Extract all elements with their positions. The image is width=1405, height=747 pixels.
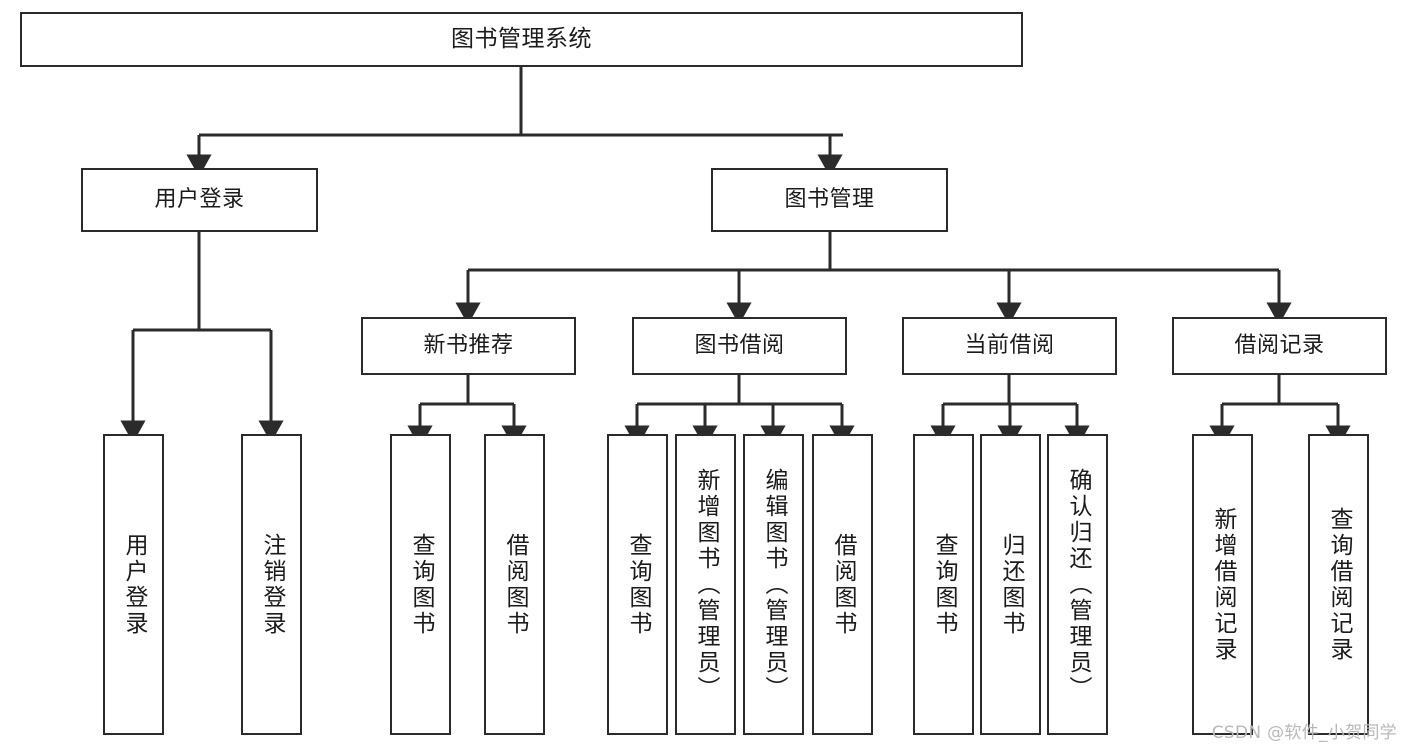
- node-borrow-record[interactable]: 借阅记录: [1172, 317, 1387, 375]
- node-leaf-borrow-book-1-label: 借阅图书: [502, 532, 528, 637]
- node-new-book-recommend-label: 新书推荐: [423, 332, 514, 358]
- node-leaf-edit-book[interactable]: 编辑图书（管理员）: [743, 434, 804, 735]
- node-leaf-query-book-1-label: 查询图书: [408, 532, 434, 637]
- node-leaf-borrow-book-2[interactable]: 借阅图书: [812, 434, 873, 735]
- node-leaf-query-book-3[interactable]: 查询图书: [913, 434, 974, 735]
- node-book-borrow[interactable]: 图书借阅: [632, 317, 847, 375]
- node-leaf-return-book-label: 归还图书: [998, 532, 1024, 637]
- node-leaf-user-logout[interactable]: 注销登录: [241, 434, 302, 735]
- node-leaf-confirm-return-label: 确认归还（管理员）: [1065, 467, 1091, 702]
- node-leaf-add-book-label: 新增图书（管理员）: [693, 467, 719, 702]
- node-leaf-query-book-3-label: 查询图书: [931, 532, 957, 637]
- node-leaf-add-record[interactable]: 新增借阅记录: [1192, 434, 1253, 735]
- node-leaf-query-book-2-label: 查询图书: [625, 532, 651, 637]
- node-new-book-recommend[interactable]: 新书推荐: [361, 317, 576, 375]
- node-leaf-borrow-book-2-label: 借阅图书: [830, 532, 856, 637]
- node-leaf-query-book-1[interactable]: 查询图书: [390, 434, 451, 735]
- node-book-borrow-label: 图书借阅: [694, 332, 785, 358]
- node-root[interactable]: 图书管理系统: [20, 12, 1023, 67]
- node-leaf-user-login-label: 用户登录: [121, 532, 147, 637]
- node-leaf-user-logout-label: 注销登录: [259, 532, 285, 637]
- node-leaf-query-record[interactable]: 查询借阅记录: [1308, 434, 1369, 735]
- node-user-login[interactable]: 用户登录: [81, 168, 318, 232]
- node-leaf-query-record-label: 查询借阅记录: [1326, 506, 1352, 663]
- node-leaf-return-book[interactable]: 归还图书: [980, 434, 1041, 735]
- node-leaf-query-book-2[interactable]: 查询图书: [607, 434, 668, 735]
- node-leaf-edit-book-label: 编辑图书（管理员）: [761, 467, 787, 702]
- node-leaf-borrow-book-1[interactable]: 借阅图书: [484, 434, 545, 735]
- node-leaf-add-book[interactable]: 新增图书（管理员）: [675, 434, 736, 735]
- csdn-watermark: CSDN @软件_小贺同学: [1211, 723, 1397, 743]
- node-leaf-add-record-label: 新增借阅记录: [1210, 506, 1236, 663]
- node-user-login-label: 用户登录: [154, 186, 245, 212]
- node-book-management-label: 图书管理: [784, 186, 875, 212]
- node-current-borrow[interactable]: 当前借阅: [902, 317, 1117, 375]
- node-book-management[interactable]: 图书管理: [711, 168, 948, 232]
- node-leaf-user-login[interactable]: 用户登录: [103, 434, 164, 735]
- node-current-borrow-label: 当前借阅: [964, 332, 1055, 358]
- node-leaf-confirm-return[interactable]: 确认归还（管理员）: [1047, 434, 1108, 735]
- node-borrow-record-label: 借阅记录: [1234, 332, 1325, 358]
- node-root-label: 图书管理系统: [451, 25, 592, 52]
